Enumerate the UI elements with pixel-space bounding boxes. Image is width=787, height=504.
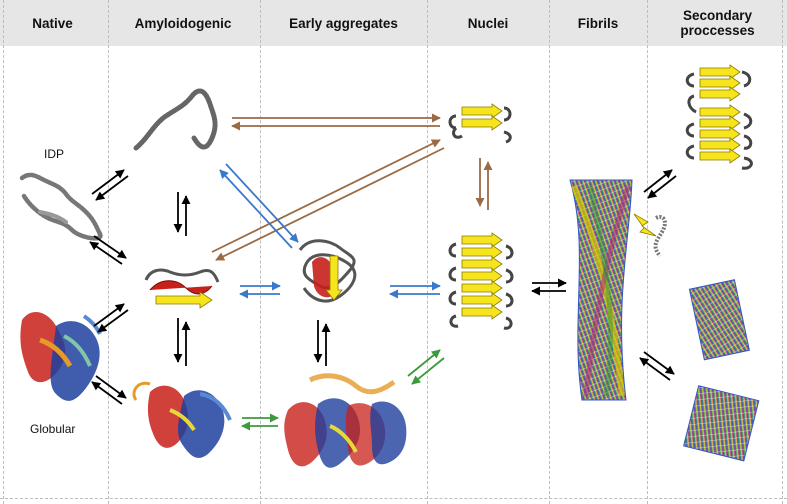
column-divider (3, 0, 4, 504)
arrows-green (241, 349, 445, 431)
amyloidogenic-idp-chain (133, 88, 218, 151)
column-divider (260, 0, 261, 504)
column-title-fibrils: Fibrils (577, 15, 619, 31)
header-band (0, 0, 787, 46)
nucleus-small (448, 103, 512, 144)
early-aggregate-globular (284, 373, 407, 468)
arrows-black (89, 169, 677, 405)
fibril-fragment-upper (688, 279, 750, 361)
early-aggregate-tangle (298, 239, 357, 303)
idp-chain (19, 172, 103, 241)
fibril (569, 179, 633, 401)
amyloidogenic-intermediate (144, 268, 220, 309)
arrows-brown (211, 113, 493, 261)
arrows-blue (219, 163, 441, 299)
column-divider (647, 0, 648, 504)
amyloidogenic-globular (132, 381, 232, 458)
column-title-native: Native (32, 15, 73, 31)
fibril-fragment-lower (683, 385, 760, 462)
label-idp: IDP (44, 147, 65, 161)
column-divider (549, 0, 550, 504)
secondary-nucleation-site (633, 213, 667, 258)
column-title-nuclei: Nuclei (467, 15, 509, 31)
column-divider (108, 0, 109, 504)
secondary-fibril-stack (685, 64, 753, 170)
nucleus-large (448, 232, 514, 330)
globular-protein (20, 312, 102, 401)
column-title-amyloidogenic: Amyloidogenic (134, 15, 232, 31)
column-divider (782, 0, 783, 504)
label-globular: Globular (30, 422, 76, 436)
column-divider (427, 0, 428, 504)
frame-bottom-border (0, 498, 787, 499)
column-title-early-aggregates: Early aggregates (289, 15, 398, 31)
